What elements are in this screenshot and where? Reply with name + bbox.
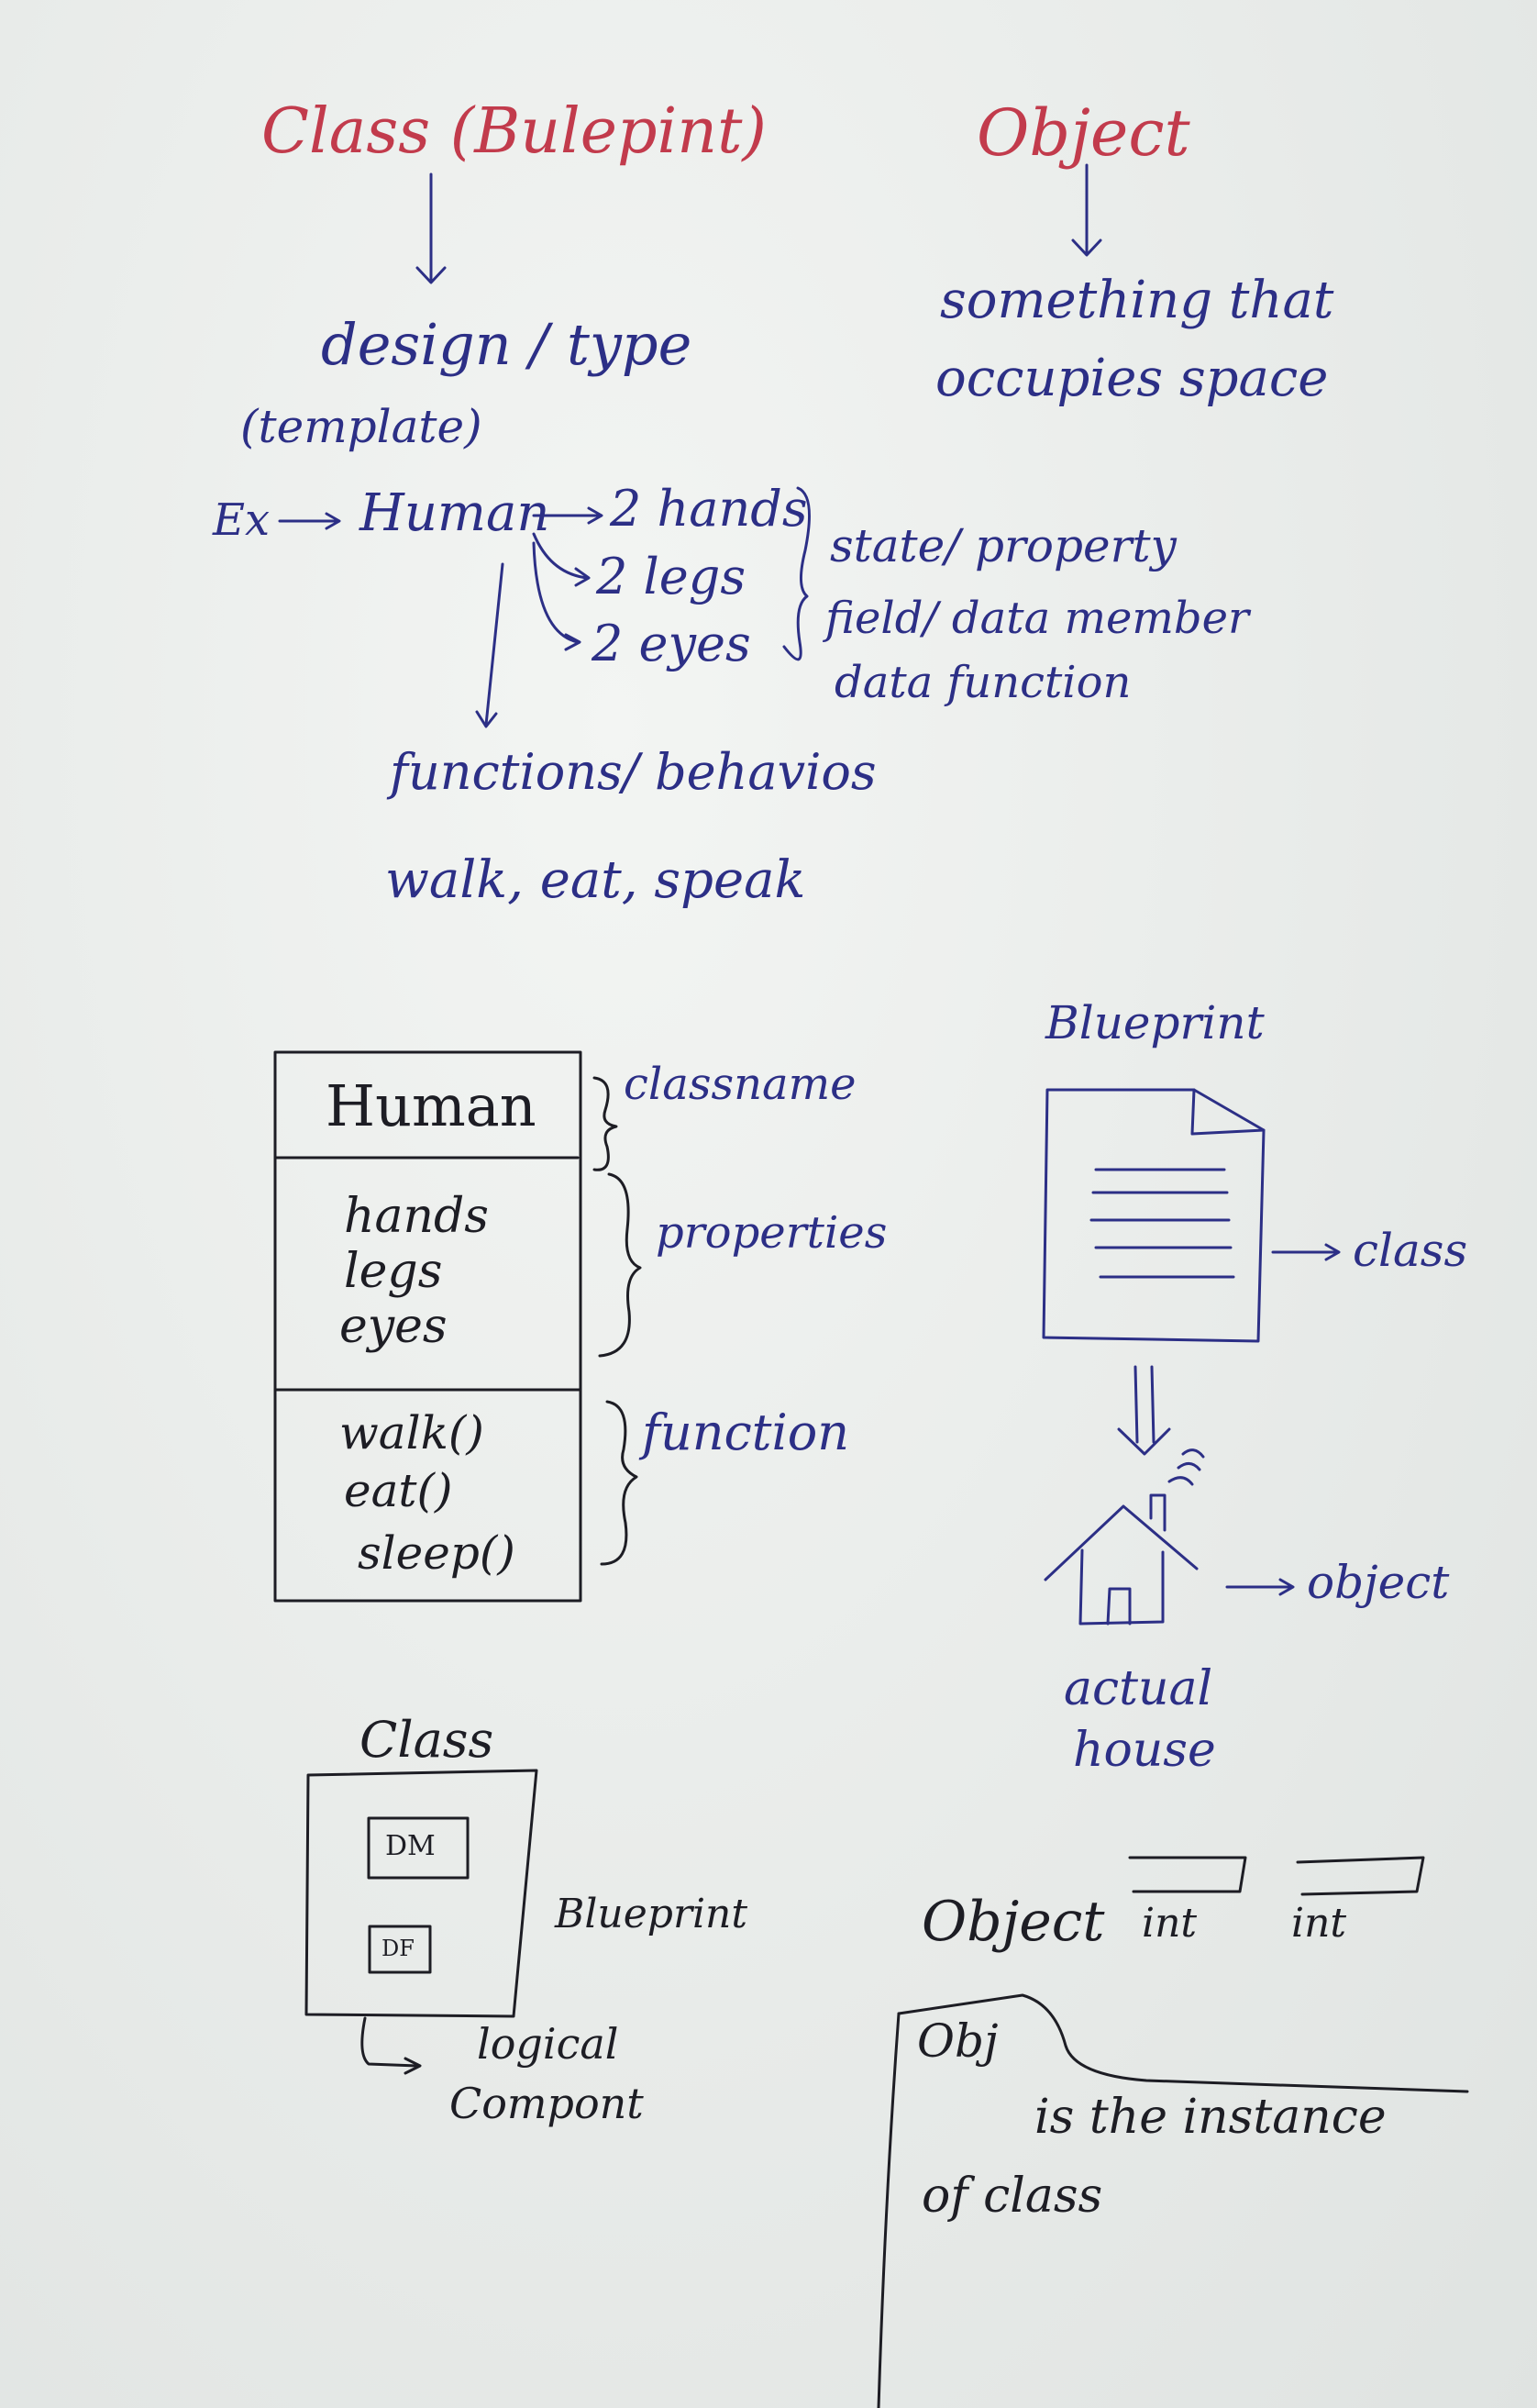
house-caption-line1: actual	[1064, 1661, 1213, 1716]
class-box-property-2: legs	[344, 1244, 443, 1299]
blueprint-title: Blueprint	[1045, 996, 1265, 1049]
class-heading: Class (Bulepint)	[261, 95, 767, 168]
example-property-2: 2 legs	[596, 548, 746, 605]
instance-outline	[877, 1856, 1469, 2408]
class-box-method-3: sleep()	[358, 1526, 515, 1580]
class-box-name: Human	[326, 1072, 536, 1139]
instance-obj-label: Obj	[917, 2014, 999, 2068]
blueprint-class-label: class	[1353, 1224, 1468, 1277]
instance-line1: is the instance	[1034, 2090, 1387, 2145]
class-box-outline	[273, 1050, 642, 1603]
class-box-property-1: hands	[344, 1189, 489, 1244]
object-description-line2: occupies space	[935, 349, 1329, 408]
object-description-line1: something that	[940, 271, 1334, 330]
class-box-method-1: walk()	[339, 1406, 484, 1459]
functions-list: walk, eat, speak	[385, 850, 806, 910]
example-subject: Human	[359, 483, 550, 543]
instance-line2: of class	[922, 2169, 1103, 2224]
label-function: function	[642, 1404, 850, 1461]
logical-note-line2: Compont	[449, 2079, 644, 2128]
label-classname: classname	[624, 1059, 857, 1110]
example-arrows	[278, 486, 811, 728]
class-box-method-2: eat()	[344, 1464, 453, 1517]
blueprint-object-label: object	[1307, 1556, 1450, 1609]
example-prefix: Ex	[213, 494, 271, 546]
house-caption-line2: house	[1073, 1723, 1216, 1778]
logical-note-line1: logical	[477, 2019, 619, 2069]
object-heading: Object	[977, 95, 1190, 171]
logical-class-title: Class	[359, 1711, 494, 1769]
class-box-property-3: eyes	[339, 1299, 448, 1354]
class-description: design / type	[321, 311, 692, 378]
class-template-note: (template)	[240, 400, 482, 453]
instance-object-label: Object	[922, 1890, 1105, 1954]
property-term-2: field/ data member	[825, 593, 1249, 644]
logical-side-label: Blueprint	[555, 1891, 748, 1937]
blueprint-house-drawing	[1042, 1088, 1341, 1626]
label-properties: properties	[656, 1207, 888, 1259]
logical-component-outline	[304, 1769, 538, 2075]
example-property-3: 2 eyes	[592, 615, 751, 672]
property-term-1: state/ property	[830, 519, 1177, 572]
heading-arrows	[415, 163, 1102, 284]
logical-dm-box: DM	[385, 1830, 436, 1862]
logical-df-box: DF	[381, 1936, 415, 1961]
example-property-1: 2 hands	[610, 480, 808, 538]
instance-int-1: int	[1142, 1900, 1198, 1947]
property-term-3: data function	[835, 657, 1132, 708]
instance-int-2: int	[1291, 1900, 1347, 1947]
functions-label: functions/ behavios	[390, 743, 877, 801]
